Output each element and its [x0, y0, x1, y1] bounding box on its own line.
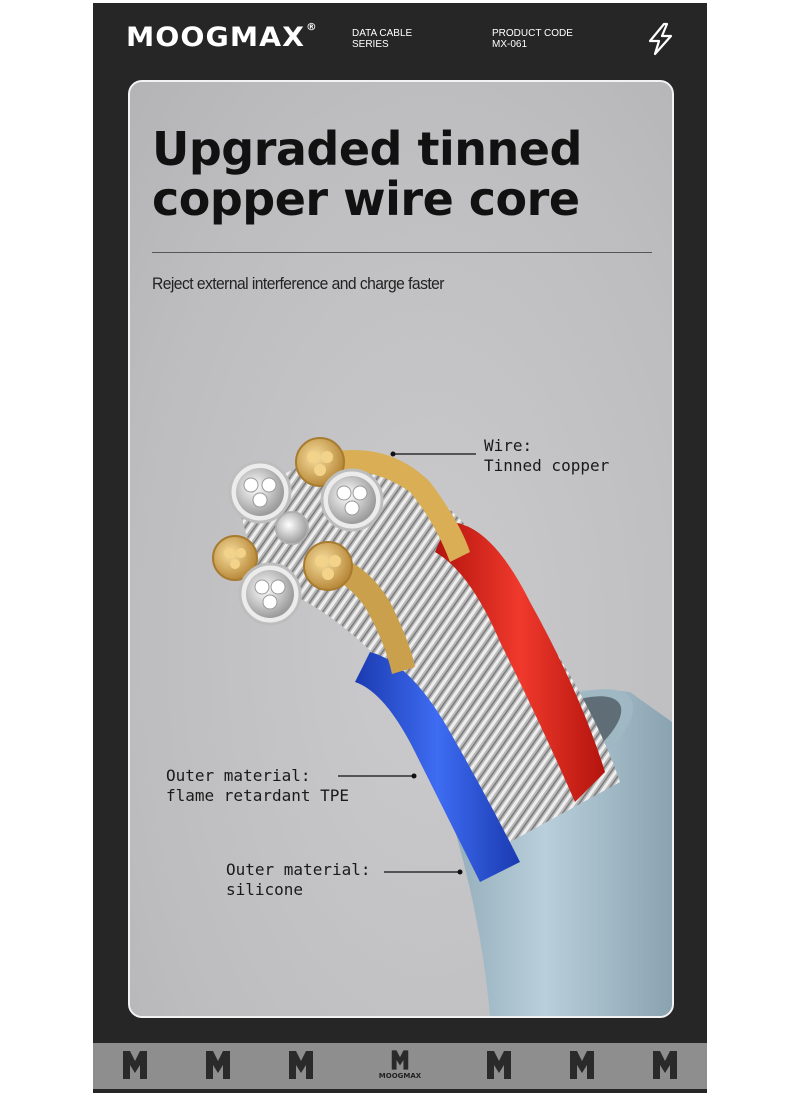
subline: Reject external interference and charge … — [152, 274, 444, 293]
callout-tpe-value: flame retardant TPE — [166, 786, 350, 805]
leader-wire — [390, 451, 476, 457]
callout-silicone-value: silicone — [226, 880, 304, 899]
wire-end-small — [275, 511, 309, 545]
m-monogram-icon — [651, 1049, 679, 1083]
brand-name: MOOGMAX — [126, 22, 306, 53]
footer-brand: MOOGMAX — [378, 1072, 422, 1080]
m-monogram-icon — [568, 1049, 596, 1083]
m-monogram-icon — [485, 1049, 513, 1083]
callout-silicone: Outer material: silicone — [226, 860, 371, 900]
wire-end-gold-3 — [303, 541, 353, 591]
m-monogram-icon — [204, 1049, 232, 1083]
wire-end-gold-1 — [295, 437, 345, 487]
headline-line-1: Upgraded tinned — [152, 122, 582, 176]
wire-end-gold-2 — [212, 535, 258, 581]
wire-end-silver-3 — [238, 562, 302, 626]
product-card: Upgraded tinned copper wire core Reject … — [128, 80, 674, 1018]
product-code-label: PRODUCT CODE MX-061 — [492, 28, 573, 50]
cable-illustration — [212, 437, 672, 1016]
series-label: DATA CABLE SERIES — [352, 28, 412, 50]
product-code-line-1: PRODUCT CODE — [492, 28, 573, 39]
callout-silicone-title: Outer material: — [226, 860, 371, 879]
product-code-line-2: MX-061 — [492, 39, 528, 50]
leader-silicone — [384, 869, 463, 875]
footer-center-logo: MOOGMAX — [370, 1049, 430, 1083]
footer-strip: MOOGMAX — [93, 1043, 707, 1089]
series-line-2: SERIES — [352, 39, 389, 50]
wire-end-silver-1 — [228, 460, 292, 524]
m-monogram-icon — [391, 1050, 409, 1070]
headline: Upgraded tinned copper wire core — [152, 124, 652, 224]
leader-tpe — [338, 773, 417, 779]
wire-end-silver-2 — [320, 468, 384, 532]
callout-wire-value: Tinned copper — [484, 456, 610, 475]
callout-tpe: Outer material: flame retardant TPE — [166, 766, 349, 806]
headline-line-2: copper wire core — [152, 172, 580, 226]
brand-logo: MOOGMAX® — [126, 22, 318, 53]
lightning-bolt-icon — [648, 22, 673, 56]
callout-wire-title: Wire: — [484, 436, 533, 455]
series-line-1: DATA CABLE — [352, 28, 413, 39]
callout-wire: Wire: Tinned copper — [484, 436, 609, 476]
m-monogram-icon — [121, 1049, 149, 1083]
callout-tpe-title: Outer material: — [166, 766, 311, 785]
divider — [152, 252, 652, 253]
registered-mark: ® — [306, 22, 318, 33]
m-monogram-icon — [287, 1049, 315, 1083]
